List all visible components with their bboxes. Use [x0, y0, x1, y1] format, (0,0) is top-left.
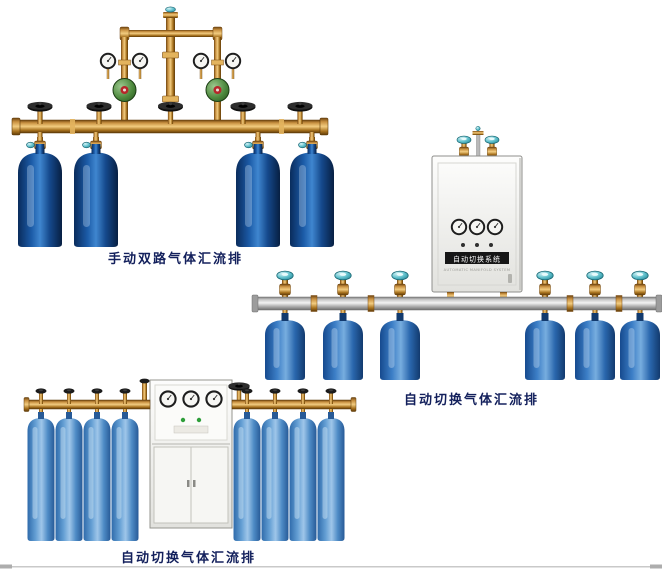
- door-handle: [187, 480, 190, 487]
- cylinder-valve: [536, 270, 554, 299]
- pressure-gauge: [159, 390, 177, 408]
- caption-manual-dual-manifold: 手动双路气体汇流排: [108, 252, 244, 267]
- auto-switch-manifold-floor-figure: [23, 378, 357, 541]
- gas-cylinder: [55, 412, 83, 541]
- pressure-gauge: [131, 52, 149, 70]
- indicator-light: [180, 417, 186, 423]
- manifold-pipe: [27, 399, 151, 410]
- union-nut: [279, 119, 284, 134]
- gas-cylinder: [620, 313, 660, 380]
- pressure-gauge: [205, 390, 223, 408]
- pipe-cap: [350, 397, 357, 412]
- gas-cylinder: [289, 412, 317, 541]
- cabinet-handle: [508, 274, 512, 283]
- pressure-gauge: [450, 218, 468, 236]
- gas-cylinder: [525, 313, 565, 380]
- pressure-gauge: [486, 218, 504, 236]
- pipe-tee: [472, 131, 484, 135]
- union-nut: [162, 51, 179, 59]
- gas-cylinder: [233, 412, 261, 541]
- pipe-cap: [319, 117, 329, 136]
- connector: [500, 292, 507, 300]
- union-nut: [70, 119, 75, 134]
- gas-cylinder: [83, 412, 111, 541]
- indicator-light: [196, 417, 202, 423]
- pipe-cap: [23, 397, 30, 412]
- gas-cylinder: [74, 144, 118, 247]
- pressure-gauge: [468, 218, 486, 236]
- manifold-pipe: [231, 399, 353, 410]
- pipe-cap: [163, 12, 178, 18]
- door-handle: [193, 480, 196, 487]
- riser-pipe: [142, 382, 147, 401]
- pressure-gauge: [182, 390, 200, 408]
- pipe-cap: [251, 294, 259, 313]
- gas-cylinder: [290, 144, 334, 247]
- pressure-gauge: [192, 52, 210, 70]
- cylinder-valve: [391, 270, 409, 299]
- union-nut: [566, 295, 574, 312]
- pipe-cap: [655, 294, 662, 313]
- cabinet-sublabel-text: AUTOMATIC MANIFOLD SYSTEM: [444, 268, 511, 272]
- gas-cylinder: [265, 313, 305, 380]
- label-strip: [173, 425, 209, 434]
- caption-auto-switch-manifold-floor: 自动切换气体汇流排: [121, 551, 257, 566]
- cabinet-label-text: 自动切换系统: [453, 255, 501, 264]
- gas-cylinder: [261, 412, 289, 541]
- valve-knob: [475, 126, 481, 131]
- cylinder-valve: [334, 270, 352, 299]
- union-nut: [367, 295, 375, 312]
- cabinet-door: [153, 446, 192, 524]
- gas-cylinder: [27, 412, 55, 541]
- gas-cylinder: [323, 313, 363, 380]
- cylinder-bank: [27, 409, 345, 541]
- indicator-knob: [475, 243, 479, 247]
- indicator-knob: [461, 243, 465, 247]
- sensor-pipe: [476, 132, 481, 158]
- gas-cylinder: [236, 144, 280, 247]
- pressure-gauge: [224, 52, 242, 70]
- control-cabinet: [149, 379, 233, 529]
- union-nut: [615, 295, 623, 312]
- cabinet-nameplate: [445, 252, 509, 264]
- cylinder-valve: [276, 270, 294, 299]
- regulator-right: [192, 37, 242, 122]
- valve-handwheel: [139, 378, 150, 384]
- cylinder-bank: [265, 310, 660, 380]
- cylinder-bank: [18, 132, 334, 247]
- header-pipe: [124, 30, 218, 37]
- cabinet-door: [190, 446, 229, 524]
- regulator-left: [99, 37, 149, 122]
- control-cabinet: 自动切换系统 AUTOMATIC MANIFOLD SYSTEM: [431, 155, 523, 293]
- gas-cylinder: [317, 412, 345, 541]
- union-nut: [162, 95, 179, 103]
- gas-cylinder: [111, 412, 139, 541]
- gas-cylinder: [575, 313, 615, 380]
- gas-cylinder: [380, 313, 420, 380]
- valve-knob: [165, 6, 176, 13]
- manual-dual-manifold-figure: [11, 6, 334, 247]
- caption-auto-switch-manifold-wall: 自动切换气体汇流排: [404, 393, 540, 408]
- cylinder-valve: [586, 270, 604, 299]
- connector: [447, 292, 454, 300]
- auto-switch-manifold-wall-figure: 自动切换系统 AUTOMATIC MANIFOLD SYSTEM: [251, 126, 662, 380]
- riser-pipe: [166, 14, 175, 108]
- pipe-cap: [11, 117, 21, 136]
- union-nut: [310, 295, 318, 312]
- page-bottom-rule: [0, 564, 662, 569]
- indicator-knob: [489, 243, 493, 247]
- gas-cylinder: [18, 144, 62, 247]
- pressure-gauge: [99, 52, 117, 70]
- cylinder-valve: [631, 270, 649, 299]
